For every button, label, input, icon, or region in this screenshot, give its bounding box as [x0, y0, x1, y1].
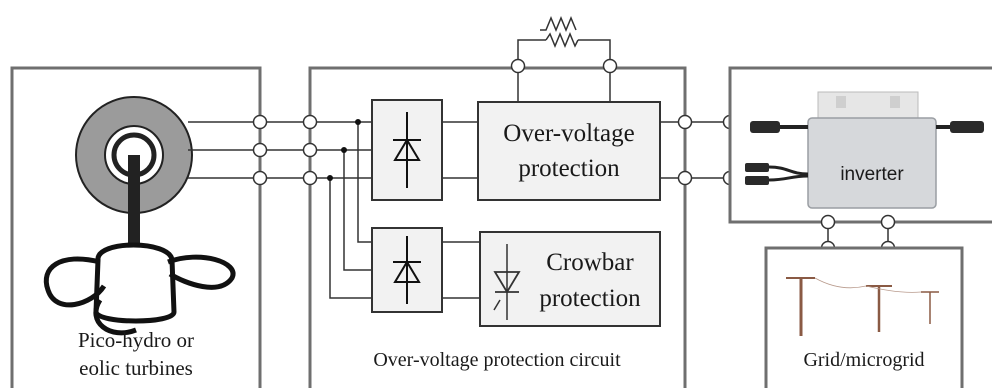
resistor-loop-right [578, 39, 611, 102]
rectifier-top [371, 99, 443, 201]
terminal-node [677, 114, 693, 130]
diode-icon [393, 112, 421, 188]
terminal-node [302, 142, 318, 158]
tap-wire-c [329, 178, 372, 299]
terminal-node [602, 58, 618, 74]
terminal-node [510, 58, 526, 74]
tap-wire-a [357, 122, 372, 243]
junction-dot [341, 147, 347, 153]
junction-dot [355, 119, 361, 125]
terminal-node [252, 142, 268, 158]
inverter-device-icon [745, 91, 984, 209]
inverter-label: inverter [840, 164, 904, 185]
resistor-symbol [545, 32, 579, 48]
rectifier-bottom [371, 227, 443, 313]
inverter-block: inverter [728, 66, 992, 224]
utility-pole-icon [786, 277, 939, 336]
overvoltage-block: Over-voltage protection [477, 101, 661, 201]
turbine-label-line1: Pico-hydro or [78, 328, 194, 352]
crowbar-box [479, 231, 661, 327]
turbine-icon [43, 96, 236, 336]
junction-dots [327, 119, 361, 181]
terminal-node [880, 214, 896, 230]
thyristor-icon [493, 244, 521, 320]
grid-block: Grid/microgrid [764, 246, 964, 388]
turbine-label-line2: eolic turbines [79, 356, 193, 380]
grid-label: Grid/microgrid [803, 349, 924, 371]
terminal-node [302, 170, 318, 186]
turbine-block: Pico-hydro or eolic turbines [10, 66, 262, 388]
junction-dot [327, 175, 333, 181]
terminal-node [302, 114, 318, 130]
terminal-node [252, 170, 268, 186]
crowbar-block: Crowbar protection [479, 231, 661, 327]
terminal-node [252, 114, 268, 130]
resistor-loop-left [517, 39, 546, 102]
diode-icon [393, 236, 421, 304]
crowbar-label-line2: protection [539, 285, 641, 312]
tap-wire-b [343, 150, 372, 271]
protection-circuit-label: Over-voltage protection circuit [373, 349, 621, 371]
overvoltage-label-line1: Over-voltage [503, 120, 634, 147]
resistor-thermal-mark [540, 16, 577, 32]
overvoltage-label-line2: protection [518, 155, 620, 182]
overvoltage-box [477, 101, 661, 201]
crowbar-label-line1: Crowbar [546, 249, 634, 276]
terminal-node [677, 170, 693, 186]
terminal-node [820, 214, 836, 230]
